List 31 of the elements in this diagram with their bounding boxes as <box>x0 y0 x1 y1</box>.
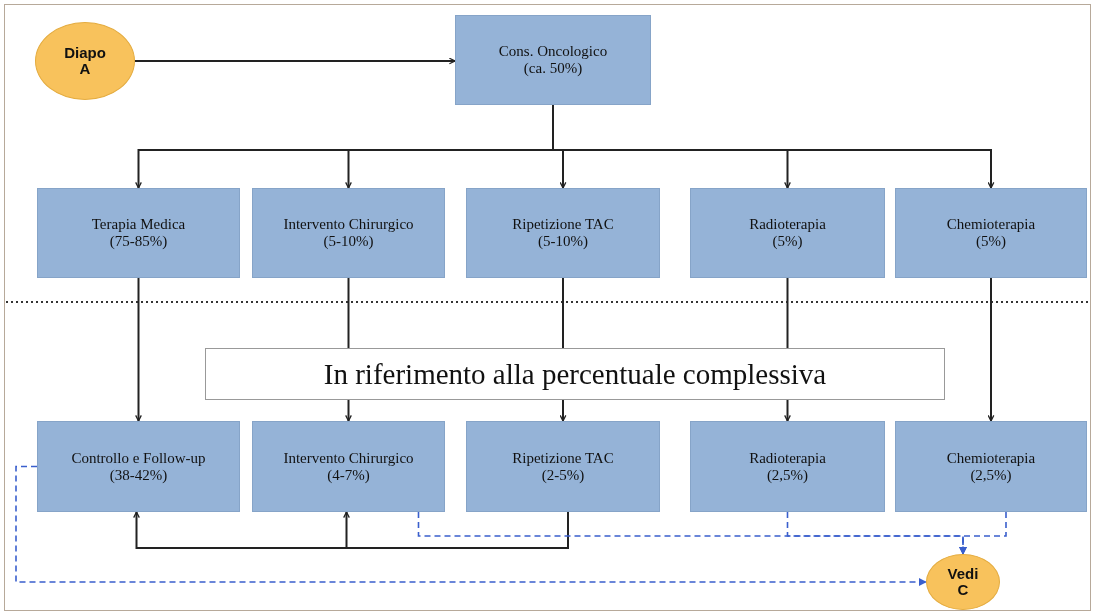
process-box <box>37 421 240 512</box>
process-box <box>690 421 885 512</box>
process-box <box>252 421 445 512</box>
node-label: Chemioterapia (5%) <box>945 216 1037 250</box>
process-box <box>455 15 651 105</box>
process-box <box>37 188 240 278</box>
arrow <box>15 465 927 586</box>
node-label: Radioterapia (2,5%) <box>748 449 827 484</box>
arrow <box>987 277 995 422</box>
node-label: Diapo A <box>63 44 107 78</box>
node-label: Intervento Chirurgico (5-10%) <box>282 216 415 250</box>
node-label: Ripetizione TAC (2-5%) <box>511 449 615 484</box>
node-label: Radioterapia (5%) <box>748 216 827 250</box>
arrow <box>343 511 569 549</box>
arrow <box>134 57 456 65</box>
process-box <box>895 421 1087 512</box>
note-text: In riferimento alla percentuale complessiva <box>323 357 827 391</box>
process-box <box>252 188 445 278</box>
process-box <box>466 188 660 278</box>
arrow <box>135 277 142 422</box>
process-box <box>466 421 660 512</box>
node-label: Ripetizione TAC (5-10%) <box>511 216 615 250</box>
process-box <box>690 188 885 278</box>
node-label: Cons. Oncologico (ca. 50%) <box>497 43 609 77</box>
node-label: Controllo e Follow-up (38-42%) <box>70 449 207 484</box>
process-box <box>895 188 1087 278</box>
node-label: Chemioterapia (2,5%) <box>945 449 1037 484</box>
node-label: Intervento Chirurgico (4-7%) <box>282 449 415 484</box>
node-label: Terapia Medica (75-85%) <box>90 216 187 250</box>
arrow <box>959 511 1007 555</box>
node-label: Vedi C <box>946 565 980 599</box>
